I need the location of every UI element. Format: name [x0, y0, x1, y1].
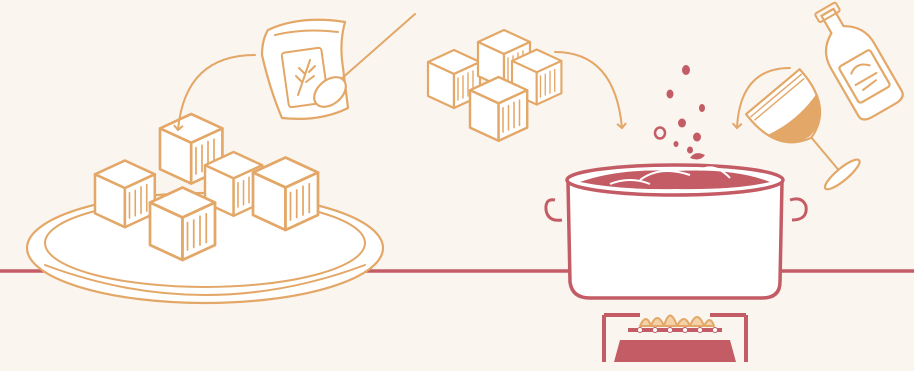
sugar-cubes-icon	[428, 30, 561, 141]
plate-of-sugar-cubes	[27, 114, 383, 303]
cooking-pot-icon	[546, 153, 806, 298]
flour-sack-with-spoon	[262, 14, 415, 119]
flow-arrow-icon	[555, 52, 622, 128]
gas-stove-icon	[604, 315, 746, 362]
falling-drops	[655, 65, 705, 154]
